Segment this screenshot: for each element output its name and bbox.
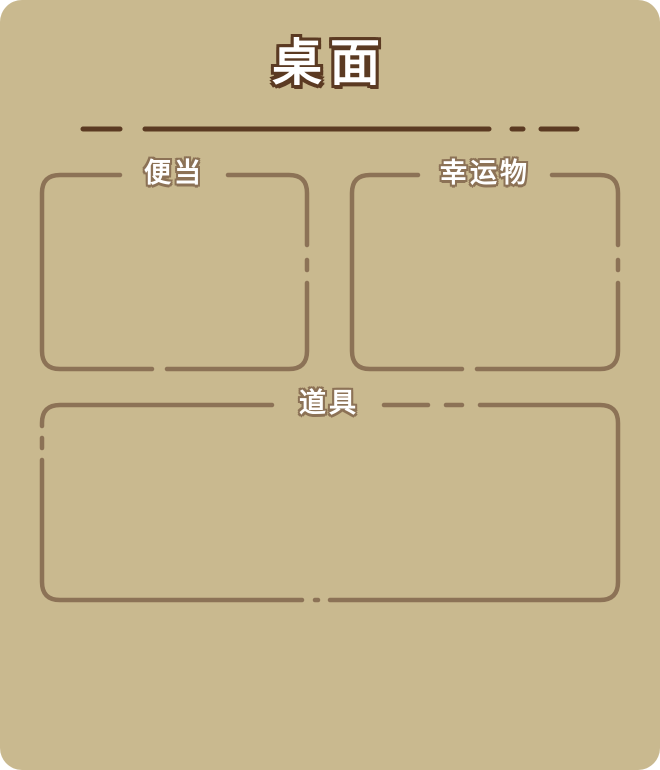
lucky-item-slot[interactable] <box>358 182 612 363</box>
items-slot[interactable] <box>48 412 612 594</box>
lucky-item-label: 幸运物 <box>440 158 530 189</box>
bento-label: 便当 <box>144 158 204 189</box>
panel-title: 桌面 <box>272 34 388 92</box>
items-label: 道具 <box>299 388 359 419</box>
bento-slot[interactable] <box>48 182 301 363</box>
